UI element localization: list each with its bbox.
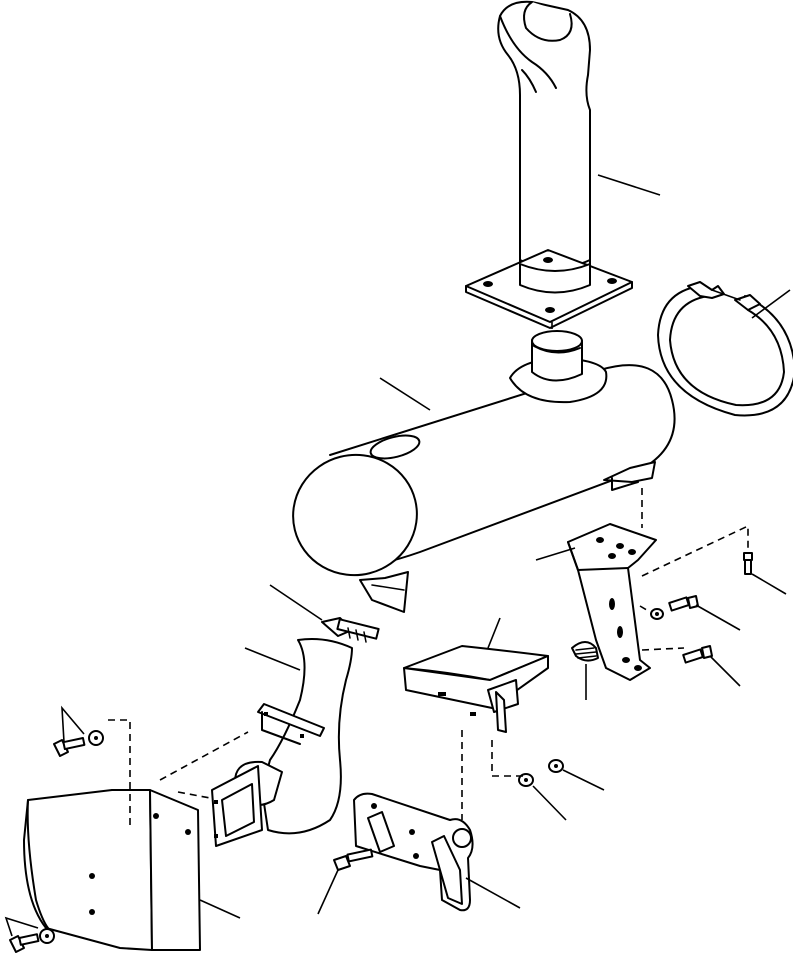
leader-rear-bracket	[535, 547, 576, 561]
cap-screw-bottom-left	[9, 933, 40, 953]
cap-screw-front	[333, 848, 374, 871]
leader-top-left-fasteners	[61, 705, 85, 743]
lock-washer-right	[650, 608, 664, 620]
leader-hose-clamp	[269, 584, 323, 621]
cap-screw-right-b	[682, 645, 713, 664]
lock-washer-top-left	[88, 730, 104, 746]
support-cradle	[403, 645, 549, 733]
leader-exhaust-stack	[597, 174, 661, 196]
leader-inlet-elbow	[244, 647, 301, 671]
muffler-band-clamp	[657, 281, 793, 417]
cap-screw-top-left	[53, 737, 86, 757]
leader-front-bracket	[465, 877, 521, 909]
leader-support-cradle	[487, 617, 501, 649]
leader-screw-front	[317, 869, 339, 915]
leader-screw-upper	[751, 573, 787, 595]
heat-shield	[23, 789, 201, 951]
leader-heat-shield	[199, 899, 241, 919]
leader-screw-right-a	[695, 604, 741, 631]
exhaust-stack	[497, 0, 591, 286]
leader-nut-a	[532, 785, 567, 821]
muffler	[292, 330, 676, 613]
lock-washer-bottom-left	[39, 928, 55, 944]
inlet-elbow	[211, 638, 353, 847]
leader-nut-b	[562, 769, 605, 791]
cap-screw-upper	[743, 552, 753, 575]
hose-clamp	[321, 617, 380, 643]
leader-band-clamp	[751, 289, 791, 319]
stack-flange	[465, 249, 633, 329]
nut-center-a	[518, 773, 534, 787]
leader-screw-right-b	[709, 655, 741, 687]
nut-center-b	[548, 759, 564, 773]
spacer	[571, 641, 599, 662]
leader-bottom-left-fasteners	[4, 916, 39, 937]
assembly-guide-lines	[108, 322, 749, 828]
front-mounting-bracket	[353, 792, 474, 912]
rear-mounting-bracket	[567, 523, 657, 681]
leader-muffler	[379, 377, 431, 411]
cap-screw-right-a	[668, 595, 699, 612]
